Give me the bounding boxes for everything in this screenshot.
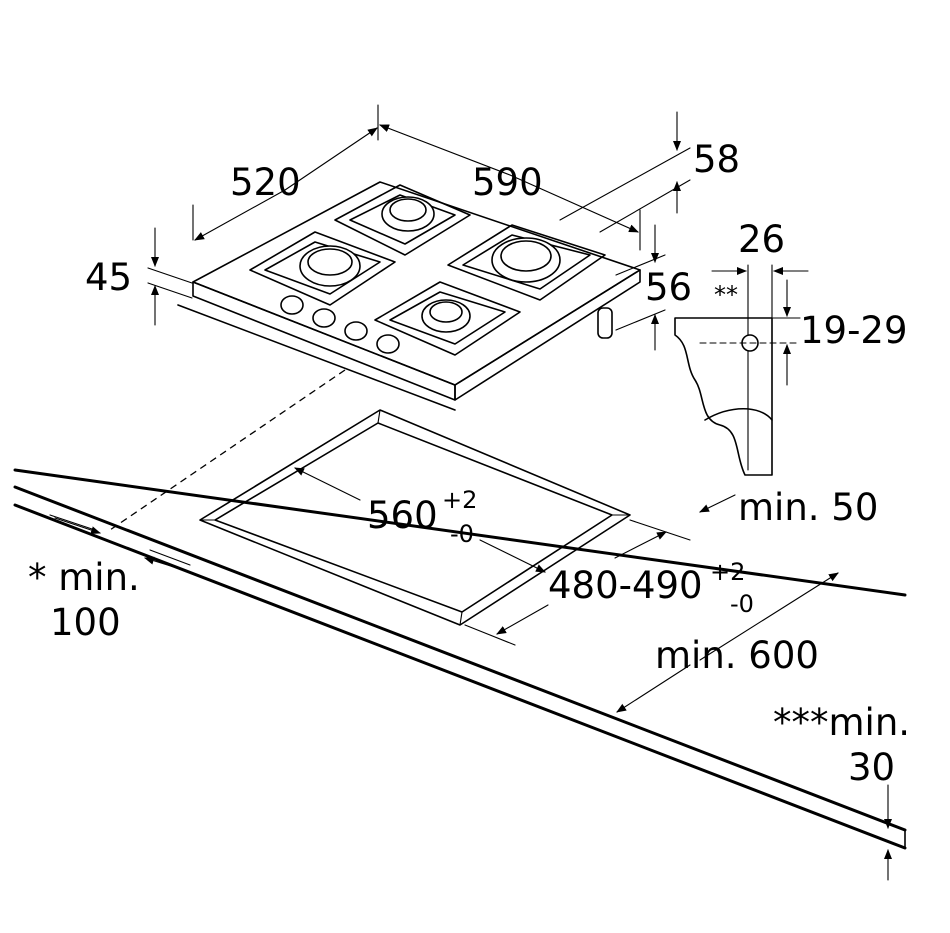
label-min-600: min. 600 — [655, 634, 819, 677]
label-thickness-min: ***min. — [773, 701, 910, 744]
control-knobs — [280, 295, 400, 354]
label-26: 26 — [738, 218, 785, 261]
label-45: 45 — [85, 256, 132, 299]
dim-hob-depth: 520 — [192, 104, 379, 241]
label-58: 58 — [693, 138, 740, 181]
label-min-50: min. 50 — [738, 486, 878, 529]
label-thickness-30: 30 — [848, 746, 895, 789]
burner-front-right — [374, 281, 521, 356]
dim-cutout-depth: 480-490 +2 -0 — [464, 519, 754, 646]
label-560-plus: +2 — [442, 486, 477, 514]
dim-hob-below-56: 56 — [615, 224, 692, 351]
dim-hob-glass-45: 45 — [85, 227, 193, 326]
label-clip-note: ** — [714, 281, 738, 309]
dim-hob-width: 590 — [379, 124, 641, 251]
dim-side-min-100: * min. 100 — [28, 514, 191, 644]
dim-hob-height-58: 58 — [559, 111, 740, 233]
label-side-100: 100 — [50, 601, 121, 644]
burner-rear-right — [447, 224, 606, 301]
dim-cutout-width: 560 +2 -0 — [294, 467, 546, 573]
label-520: 520 — [230, 161, 301, 204]
label-56: 56 — [645, 266, 692, 309]
label-560: 560 — [367, 494, 438, 537]
dim-rear-min-50: min. 50 — [699, 486, 878, 529]
hob — [177, 181, 641, 411]
label-side-min: * min. — [28, 556, 140, 599]
projection-line — [109, 369, 346, 531]
label-19-29: 19-29 — [800, 309, 908, 352]
burner-rear-left — [334, 184, 471, 256]
label-560-minus: -0 — [450, 520, 474, 548]
label-480-490: 480-490 — [548, 564, 703, 607]
worktop — [13, 468, 907, 850]
label-480-minus: -0 — [730, 590, 754, 618]
burner-front-left — [249, 231, 396, 306]
dim-worktop-min-600: min. 600 — [616, 572, 839, 713]
cutout-opening — [199, 409, 631, 626]
dim-thickness-min-30: ***min. 30 — [773, 701, 910, 881]
clip-detail: 26 ** 19-29 — [674, 218, 908, 476]
label-590: 590 — [472, 161, 543, 204]
label-480-plus: +2 — [710, 558, 745, 586]
